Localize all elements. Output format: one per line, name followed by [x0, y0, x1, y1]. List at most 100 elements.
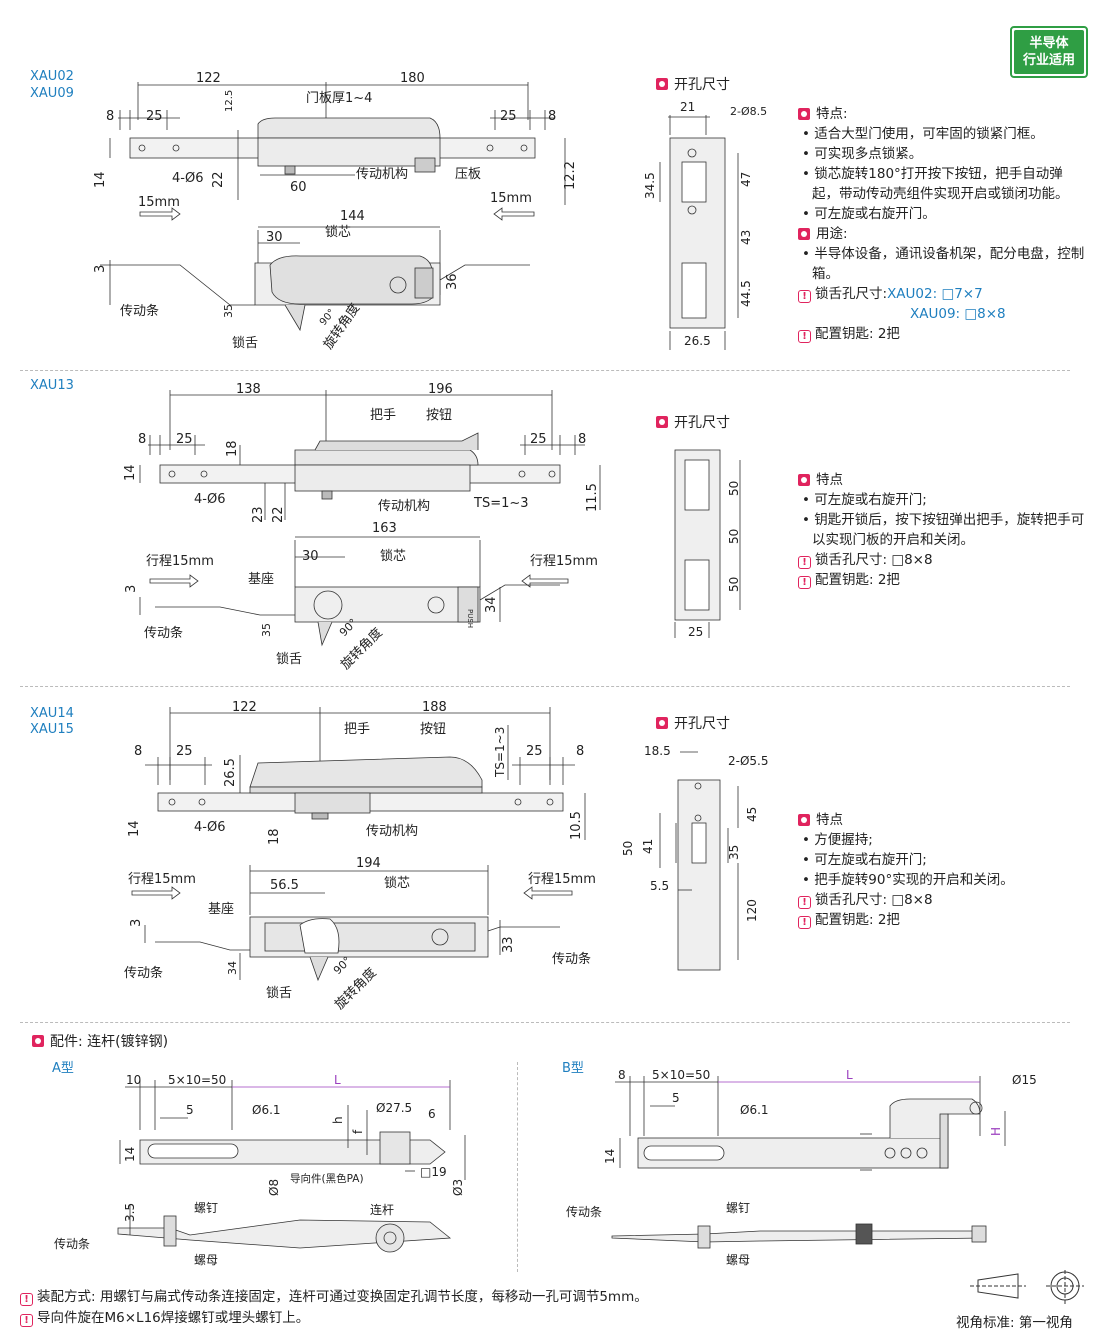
section-marker-icon [656, 416, 668, 428]
feature-item: • 把手旋转90°实现的开启和关闭。 [802, 872, 1014, 888]
stroke-label: 15mm [490, 191, 532, 206]
callout-label: 锁芯 [380, 548, 406, 564]
tongue-size: !锁舌孔尺寸:XAU02: □7×7 [798, 284, 1088, 304]
section-marker-icon [798, 108, 810, 120]
callout-label: 传动机构 [366, 824, 418, 839]
dim-label: 120 [745, 899, 759, 922]
callout-label: 锁舌 [232, 335, 258, 351]
dim-label: 50 [727, 577, 741, 592]
dim-label: 8 [134, 744, 142, 759]
warning-icon: ! [798, 916, 811, 929]
dim-label: 25 [146, 109, 163, 124]
dim-label: 25 [176, 432, 193, 447]
warning-icon: ! [798, 290, 811, 303]
dim-label: 163 [372, 521, 397, 536]
drawing-xau13: 138 196 8 25 把手 按钮 25 8 18 14 4-Ø6 23 22… [123, 382, 601, 673]
callout-label: 锁舌 [276, 651, 302, 667]
dim-label: 50 [727, 529, 741, 544]
dim-label: 188 [422, 700, 447, 715]
features-title: 特点: [816, 106, 848, 122]
feature-block-xau13: 特点 • 可左旋或右旋开门; • 钥匙开锁后，按下按钮弹出把手，旋转把手可以实现… [798, 470, 1088, 590]
callout-label: 锁舌 [266, 985, 292, 1001]
section-divider [20, 686, 1070, 687]
dim-label: 60 [290, 180, 307, 195]
dim-label: 14 [603, 1149, 617, 1164]
badge-line2: 行业适用 [1022, 53, 1075, 68]
section-marker-icon [798, 814, 810, 826]
feature-item: • 可实现多点锁紧。 [802, 146, 923, 162]
stroke-label: 行程15mm [128, 872, 196, 887]
callout-label: TS=1~3 [473, 496, 529, 511]
dim-label: L [846, 1068, 853, 1082]
dim-label: Ø3 [451, 1179, 465, 1196]
feature-block-xau14: 特点 • 方便握持; • 可左旋或右旋开门; • 把手旋转90°实现的开启和关闭… [798, 810, 1088, 930]
callout-label: 螺钉 [194, 1201, 218, 1215]
view-standard: 视角标准: 第一视角 [956, 1315, 1073, 1331]
guide-label: 导向件(黑色PA) [290, 1172, 364, 1185]
use-item: • 半导体设备，通讯设备机架，配分电盘，控制箱。 [802, 246, 1085, 282]
dim-label: 14 [127, 820, 142, 837]
callout-label: 把手 [344, 722, 370, 737]
dim-label: Ø8 [267, 1179, 281, 1196]
dim-label: 196 [428, 382, 453, 397]
stroke-label: 行程15mm [528, 872, 596, 887]
dim-label: 10 [126, 1073, 141, 1087]
section-marker-icon [798, 474, 810, 486]
dim-label: 8 [618, 1068, 626, 1082]
dim-label: 35 [727, 845, 741, 860]
section-marker-icon [798, 228, 810, 240]
feature-item: • 锁芯旋转180°打开按下按钮，把手自动弹起，带动传动壳组件实现开启或锁闭功能… [802, 166, 1069, 202]
dim-label: 5×10=50 [652, 1068, 710, 1082]
type-label-a: A型 [52, 1061, 74, 1076]
dim-label: 33 [501, 936, 516, 953]
dim-label: 194 [356, 856, 381, 871]
callout-label: 传动条 [144, 625, 183, 641]
callout-label: 螺母 [194, 1253, 218, 1267]
dim-label: 3 [93, 265, 108, 273]
stroke-label: 行程15mm [530, 554, 598, 569]
dim-label: 5×10=50 [168, 1073, 226, 1087]
accessory-divider [517, 1062, 518, 1272]
dim-label: 6 [428, 1107, 436, 1121]
dim-label: 90° [331, 954, 354, 977]
dim-label: 25 [176, 744, 193, 759]
key-count: !配置钥匙: 2把 [798, 570, 1088, 590]
dim-label: 34 [226, 961, 239, 975]
dim-label: 43 [739, 230, 753, 245]
key-count: !配置钥匙: 2把 [798, 324, 1088, 344]
cutout-title: 开孔尺寸 [656, 412, 730, 432]
drawing-xau14: 122 188 把手 按钮 TS=1~3 8 25 26.5 25 8 14 4… [124, 700, 596, 1013]
dim-label: 44.5 [739, 280, 753, 307]
model-code: XAU02 [30, 69, 74, 84]
dim-label: 5 [186, 1103, 194, 1117]
features-title: 特点 [816, 812, 843, 828]
feature-item: • 可左旋或右旋开门。 [802, 206, 936, 222]
dim-label: 8 [578, 432, 586, 447]
dim-label: 30 [302, 549, 319, 564]
dim-label: 122 [196, 71, 221, 86]
callout-label: 把手 [370, 408, 396, 423]
warning-icon: ! [798, 896, 811, 909]
drawing-xau02: 122 180 12.5 门板厚1~4 8 25 25 8 14 4-Ø6 22… [93, 71, 578, 352]
dim-label: Ø27.5 [376, 1101, 412, 1115]
model-code: XAU14 [30, 706, 74, 721]
warning-icon: ! [798, 556, 811, 569]
dim-label: H [989, 1127, 1003, 1136]
dim-label: 4-Ø6 [194, 492, 225, 507]
dim-label: 3.5 [123, 1203, 137, 1222]
assembly-notes: !装配方式: 用螺钉与扁式传动条连接固定，连杆可通过变换固定孔调节长度，每移动一… [20, 1287, 920, 1329]
callout-label: 螺母 [726, 1253, 750, 1267]
model-code: XAU09 [30, 86, 74, 101]
callout-label: 传动条 [552, 951, 591, 967]
dim-label: L [334, 1073, 341, 1087]
callout-label: 传动条 [566, 1204, 602, 1219]
cutout-xau14: 18.5 2-Ø5.5 45 50 41 35 5.5 120 [621, 744, 769, 971]
dim-label: Ø6.1 [740, 1103, 769, 1117]
drawing-rod-a: 10 5×10=50 L 5 Ø6.1 h f Ø27.5 6 14 Ø8 导向… [54, 1073, 466, 1267]
dim-label: 36 [445, 273, 460, 290]
dim-label: 35 [260, 623, 273, 637]
drawing-rod-b: 8 5×10=50 L Ø15 5 Ø6.1 H 14 传动条 螺钉 螺母 [566, 1068, 1037, 1267]
warning-icon: ! [20, 1314, 33, 1327]
note-item: !装配方式: 用螺钉与扁式传动条连接固定，连杆可通过变换固定孔调节长度，每移动一… [20, 1287, 920, 1308]
push-label: PUSH [466, 609, 474, 628]
